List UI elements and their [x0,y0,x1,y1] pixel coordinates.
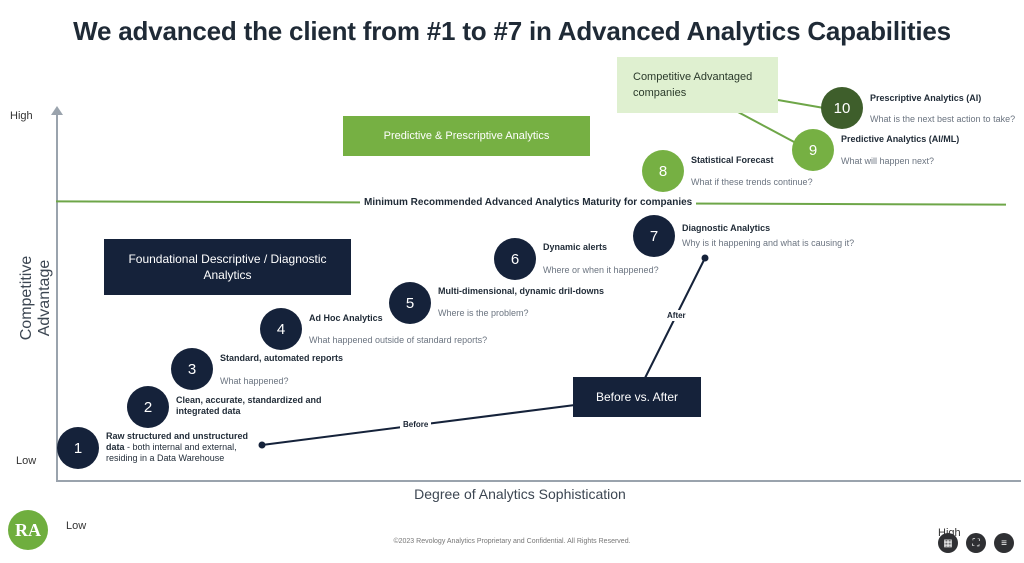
after-end-dot [701,254,709,262]
step-node-3: 3 [171,348,213,390]
step-node-4: 4 [260,308,302,350]
before-label: Before [400,420,432,429]
x-axis [56,480,1021,482]
before-after-box: Before vs. After [573,377,701,417]
step-title-8: Statistical Forecast [691,155,774,165]
step-desc-6: Where or when it happened? [543,265,659,275]
step-node-5: 5 [389,282,431,324]
step-desc-8: What if these trends continue? [691,177,813,187]
step-desc-3: What happened? [220,376,289,386]
step-title-9: Predictive Analytics (AI/ML) [841,134,960,144]
step-node-7: 7 [633,215,675,257]
y-axis-low-label: Low [16,455,37,467]
step-title-6: Dynamic alerts [543,242,608,252]
step-title-3: Standard, automated reports [220,353,344,363]
after-label: After [664,310,689,321]
y-axis-high-label: High [10,110,33,122]
x-axis-low-label: Low [66,520,87,532]
step-title-2: Clean, accurate, standardized and integr… [176,395,322,416]
before-start-dot [258,441,266,449]
step-node-9: 9 [792,129,834,171]
step-title-5: Multi-dimensional, dynamic dril-downs [438,286,605,296]
slide-title: We advanced the client from #1 to #7 in … [73,16,951,46]
step-title-7: Diagnostic Analytics [682,223,771,233]
competitive-connector-9 [737,111,797,144]
foundational-box: Foundational Descriptive / Diagnostic An… [104,239,351,295]
step-title-1b: data [106,442,125,452]
step-desc-4: What happened outside of standard report… [309,335,488,345]
competitive-advantaged-box: Competitive Advantaged companies [617,57,778,113]
revology-logo: RA [8,510,48,550]
step-title-1: Raw structured and unstructured [106,431,249,441]
step-desc-9: What will happen next? [841,156,935,166]
step-title-4: Ad Hoc Analytics [309,313,383,323]
menu-icon[interactable]: ≡ [994,533,1014,553]
step-node-2: 2 [127,386,169,428]
y-axis-arrow-icon [51,106,63,115]
step-desc-1: - both internal and external, residing i… [106,442,237,463]
step-desc-7: Why is it happening and what is causing … [682,238,855,248]
step-node-6: 6 [494,238,536,280]
copyright-footer: ©2023 Revology Analytics Proprietary and… [393,538,631,545]
step-label-1: Raw structured and unstructured data - b… [106,431,266,464]
grid-icon[interactable]: ▦ [938,533,958,553]
y-axis [56,112,58,482]
step-desc-10: What is the next best action to take? [870,114,1016,124]
step-node-10: 10 [821,87,863,129]
fullscreen-icon[interactable]: ⛶ [966,533,986,553]
step-node-8: 8 [642,150,684,192]
step-desc-5: Where is the problem? [438,308,529,318]
step-node-1: 1 [57,427,99,469]
x-axis-label: Degree of Analytics Sophistication [414,486,626,502]
competitive-connector-10 [777,99,825,109]
step-title-10: Prescriptive Analytics (AI) [870,93,982,103]
predictive-prescriptive-box: Predictive & Prescriptive Analytics [343,116,590,156]
maturity-threshold-label: Minimum Recommended Advanced Analytics M… [360,197,697,208]
